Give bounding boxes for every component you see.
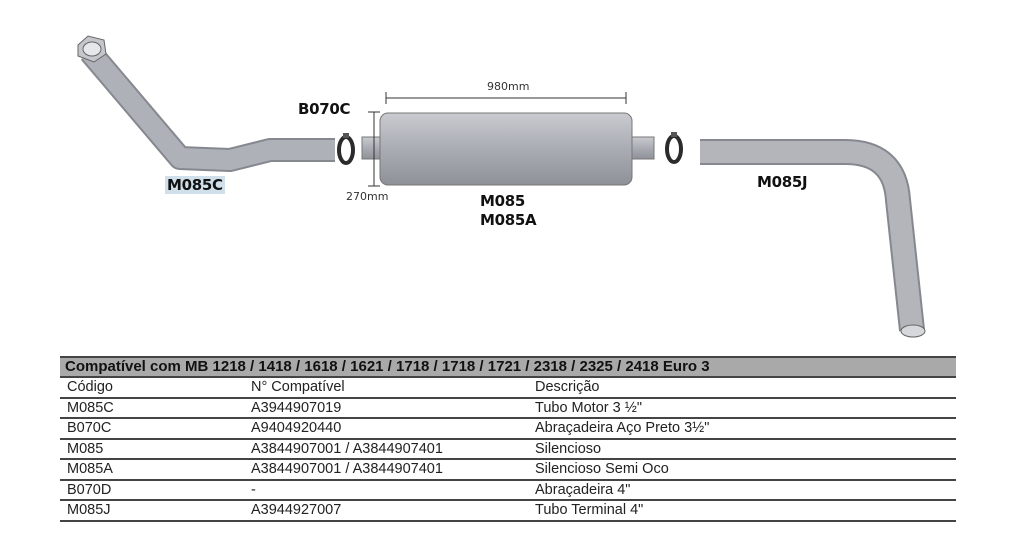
cell-descricao: Abraçadeira 4"	[535, 481, 631, 498]
cell-compativel: A3944907019	[251, 399, 342, 416]
cell-descricao: Silencioso	[535, 440, 602, 457]
label-tail-pipe: M085J	[757, 173, 808, 191]
table-header-row: Código N° Compatível Descrição	[60, 378, 956, 399]
cell-compativel: A9404920440	[251, 420, 342, 436]
clamp-icon	[665, 132, 683, 164]
dimension-length: 980mm	[487, 80, 530, 93]
cell-descricao: Tubo Terminal 4"	[535, 502, 644, 518]
label-engine-pipe: M085C	[165, 176, 225, 194]
label-clamp: B070C	[298, 100, 351, 118]
cell-compativel: A3944927007	[251, 502, 342, 518]
label-muffler-semi: M085A	[480, 211, 537, 229]
table-row: B070D - Abraçadeira 4"	[60, 481, 956, 501]
table-row: M085J A3944927007 Tubo Terminal 4"	[60, 501, 956, 522]
cell-compativel: A3844907001 / A3844907401	[251, 440, 443, 457]
table-row: M085A A3844907001 / A3844907401 Silencio…	[60, 460, 956, 481]
table-title: Compatível com MB 1218 / 1418 / 1618 / 1…	[60, 356, 956, 378]
clamp-icon	[337, 133, 355, 165]
cell-codigo: M085	[67, 440, 104, 457]
cell-codigo: B070C	[67, 420, 112, 436]
header-descricao: Descrição	[535, 379, 600, 395]
exhaust-diagram: M085C B070C M085 M085A M085J 980mm 270mm	[77, 35, 926, 338]
cell-codigo: B070D	[67, 481, 112, 498]
engine-pipe-icon	[77, 35, 335, 172]
cell-codigo: M085C	[67, 399, 114, 416]
cell-codigo: M085A	[67, 461, 113, 477]
exhaust-parts-illustration	[77, 35, 926, 338]
cell-descricao: Silencioso Semi Oco	[535, 461, 669, 477]
cell-descricao: Abraçadeira Aço Preto 3½"	[535, 420, 710, 436]
cell-compativel: A3844907001 / A3844907401	[251, 461, 443, 477]
cell-compativel: -	[251, 481, 256, 498]
muffler-icon	[361, 92, 655, 187]
label-muffler: M085	[480, 192, 526, 210]
tail-pipe-icon	[700, 139, 926, 338]
cell-descricao: Tubo Motor 3 ½"	[535, 399, 642, 416]
cell-codigo: M085J	[67, 502, 111, 518]
dimension-diameter: 270mm	[346, 190, 389, 203]
header-codigo: Código	[67, 379, 113, 395]
compatibility-table: Compatível com MB 1218 / 1418 / 1618 / 1…	[60, 356, 956, 522]
table-row: M085C A3944907019 Tubo Motor 3 ½"	[60, 399, 956, 419]
header-compativel: N° Compatível	[251, 379, 345, 395]
table-row: M085 A3844907001 / A3844907401 Silencios…	[60, 440, 956, 460]
table-row: B070C A9404920440 Abraçadeira Aço Preto …	[60, 419, 956, 440]
